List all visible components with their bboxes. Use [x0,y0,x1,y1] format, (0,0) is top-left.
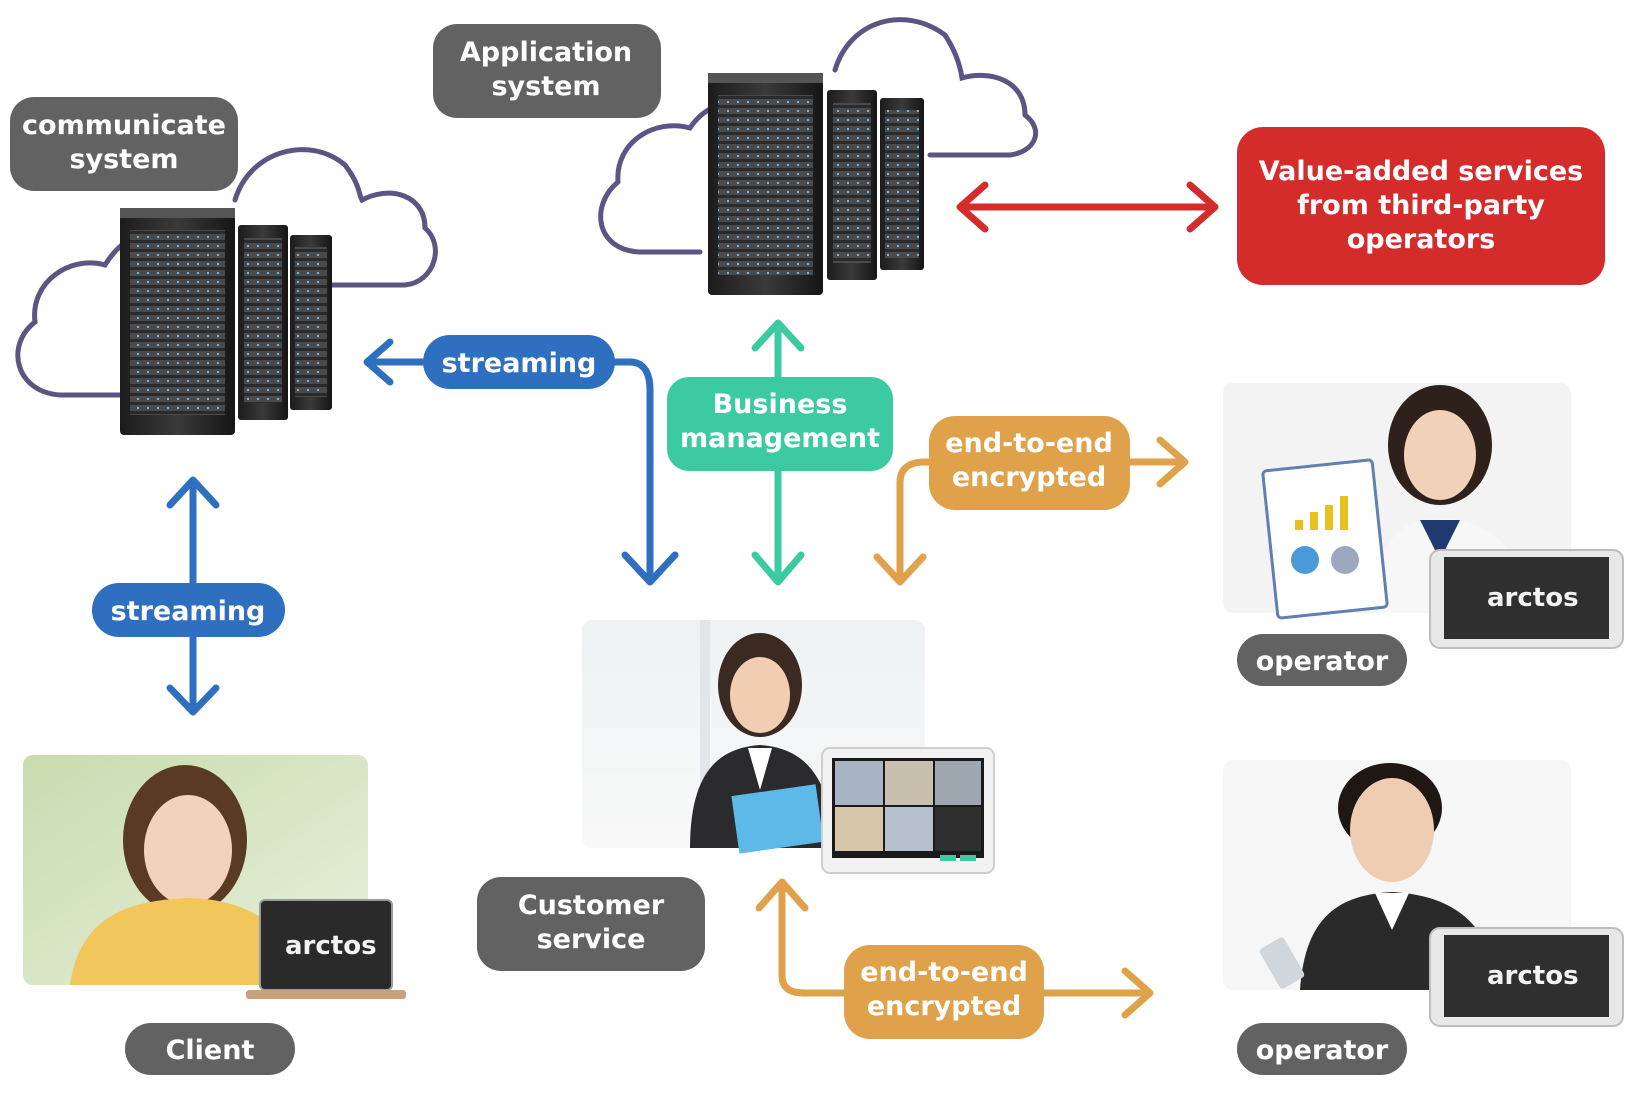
value-added-line1: Value-added services [1259,156,1584,187]
operator-bottom-device-logo: arctos [1487,961,1579,991]
application-system-label-bg [433,24,661,118]
operator-bottom-photo: arctos [1223,760,1624,1027]
laptop-device-icon: arctos [246,899,406,999]
operator-top-label: operator [1237,634,1407,686]
client-label: Client [125,1023,295,1075]
communicate-system-label-line2: system [69,144,178,175]
streaming-left-pill: streaming [92,583,285,637]
phone-device-icon: arctos [1429,549,1624,649]
customer-service-line1: Customer [518,890,665,921]
operator-top-label-text: operator [1256,646,1389,677]
e2e-bottom-connector [755,878,1154,1019]
e2e-bottom-line1: end-to-end [860,957,1028,988]
operator-bottom-label-text: operator [1256,1035,1389,1066]
business-management-line1: Business [713,389,848,420]
client-laptop-logo: arctos [285,931,377,961]
third-party-double-arrow [956,181,1219,233]
operator-top-device-logo: arctos [1487,583,1579,613]
phone-device-icon: arctos [1429,927,1624,1027]
application-system-label-line1: Application [460,37,632,68]
operator-bottom-label: operator [1237,1023,1407,1075]
business-management-line2: management [680,423,880,454]
customer-service-line2: service [537,924,646,955]
client-photo: arctos [23,755,406,999]
communicate-system-label-line1: communicate [22,110,226,141]
application-system-node: Application system [433,17,1039,295]
e2e-bottom-pill: end-to-end encrypted [844,945,1044,1039]
communicate-system-label-bg [10,97,238,191]
operator-top-photo: arctos [1223,383,1624,649]
tablet-device-icon [821,747,995,874]
communicate-system-node: communicate system [10,97,438,435]
streaming-left-label: streaming [111,596,266,627]
client-label-text: Client [166,1035,255,1066]
value-added-services-node: Value-added services from third-party op… [1237,127,1605,285]
e2e-top-line2: encrypted [952,462,1106,493]
customer-service-label: Customer service [477,877,705,971]
server-rack-icon [708,73,924,295]
streaming-top-connector [363,338,679,586]
server-rack-icon [120,208,332,435]
e2e-bottom-line2: encrypted [867,991,1021,1022]
streaming-top-label: streaming [442,348,597,379]
value-added-line3: operators [1347,224,1496,255]
e2e-top-line1: end-to-end [945,428,1113,459]
streaming-top-pill: streaming [423,335,615,389]
application-system-label-line2: system [491,71,600,102]
value-added-line2: from third-party [1297,190,1545,221]
e2e-top-pill: end-to-end encrypted [929,416,1130,510]
customer-service-photo [582,620,995,874]
business-management-pill: Business management [667,377,893,471]
e2e-top-connector [873,436,1189,586]
